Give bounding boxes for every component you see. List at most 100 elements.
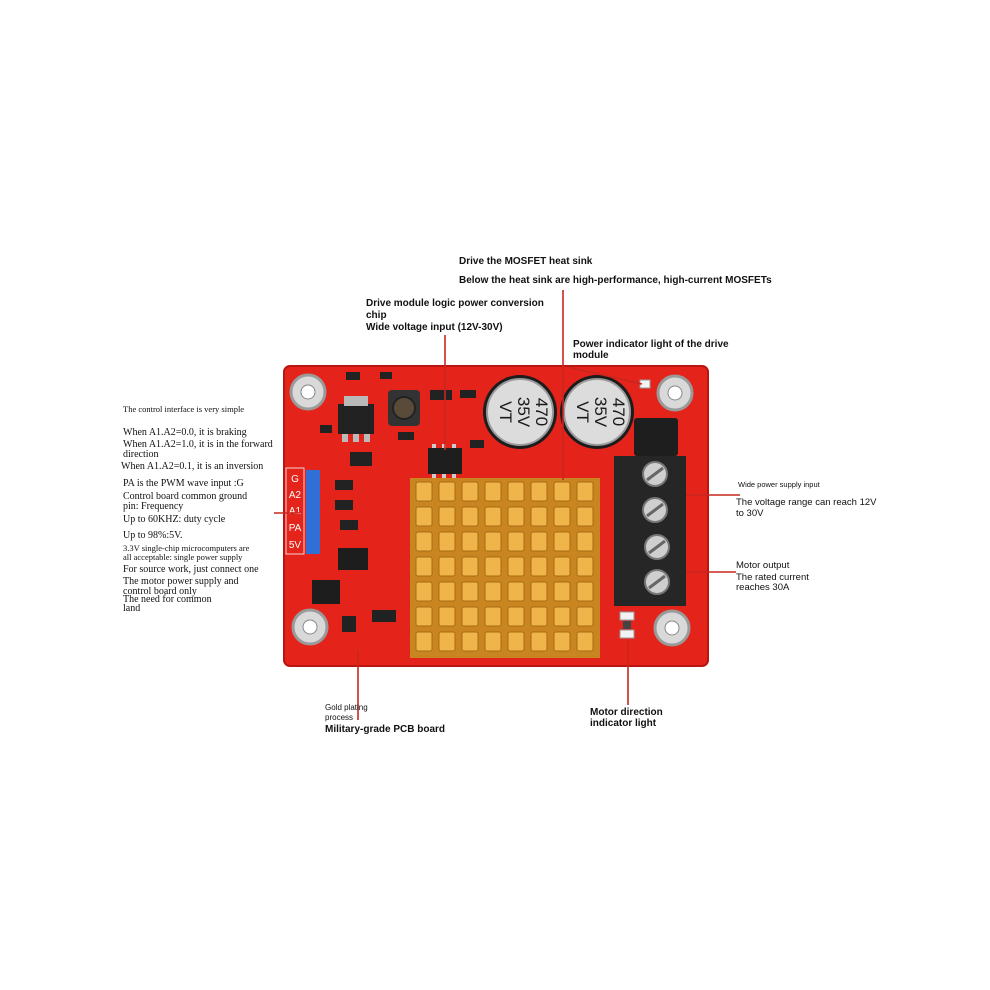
voltage-regulator	[338, 396, 374, 442]
power-led-label: Power indicator light of the drive	[573, 339, 729, 350]
heat-sink-fin	[484, 581, 502, 602]
logic-chip-label: chip	[366, 310, 387, 321]
capacitor-text: VT	[573, 401, 592, 423]
mounting-hole	[291, 608, 329, 646]
heat-sink-fin	[507, 606, 525, 627]
logic-chip-label: Drive module logic power conversion	[366, 298, 544, 309]
heat-sink-fin	[415, 606, 433, 627]
heat-sink-fin	[438, 581, 456, 602]
control-note: When A1.A2=0.1, it is an inversion	[121, 461, 264, 472]
heat-sink-fin	[530, 606, 548, 627]
heat-sink-fin	[438, 556, 456, 577]
heat-sink-fin	[530, 556, 548, 577]
heat-sink-fin	[576, 506, 594, 527]
heat-sink-fin	[507, 481, 525, 502]
logic-power-chip	[428, 444, 462, 478]
heat-sink-fin	[438, 631, 456, 652]
capacitor: 470 35V VT	[560, 375, 634, 449]
heat-sink-fin	[415, 506, 433, 527]
heat-sink-fin	[530, 631, 548, 652]
capacitor-text: 35V	[591, 397, 610, 428]
mounting-hole	[289, 373, 327, 411]
control-note: direction	[123, 449, 159, 460]
power-led-label: module	[573, 350, 609, 361]
control-note: pin: Frequency	[123, 501, 184, 512]
heat-sink-fin	[484, 481, 502, 502]
control-note: control board only	[123, 586, 197, 597]
driver-ic	[312, 548, 368, 604]
motor-output-desc: reaches 30A	[736, 582, 790, 593]
gold-plating-label: process	[325, 713, 354, 722]
heat-sink-fin	[530, 506, 548, 527]
pointer-lines	[274, 290, 740, 720]
heat-sink-fin	[576, 581, 594, 602]
control-note: all acceptable: single power supply	[123, 552, 243, 562]
control-note: The motor power supply and	[123, 576, 239, 587]
heat-sink-fin	[484, 606, 502, 627]
heat-sink-fin	[553, 581, 571, 602]
control-note: Up to 98%:5V.	[123, 530, 183, 541]
direction-led-label: Motor direction	[590, 707, 663, 718]
heat-sink-fin	[415, 531, 433, 552]
heat-sink-fin	[576, 606, 594, 627]
control-note: The need for common	[123, 594, 212, 605]
control-note: land	[123, 603, 141, 614]
heat-sink-fin	[484, 556, 502, 577]
heat-sink-fin	[507, 581, 525, 602]
heat-sink-subtitle: Below the heat sink are high-performance…	[459, 275, 772, 286]
control-note: When A1.A2=0.0, it is braking	[123, 427, 247, 438]
control-note: Control board common ground	[123, 491, 248, 502]
heat-sink-fin	[530, 481, 548, 502]
heat-sink-fin	[461, 606, 479, 627]
control-note: 3.3V single-chip microcomputers are	[123, 543, 250, 553]
gold-plating-label: Gold plating	[325, 703, 368, 712]
capacitor-text: 35V	[514, 397, 533, 428]
capacitor-text: 470	[609, 398, 628, 426]
heat-sink-fin	[576, 631, 594, 652]
pin-header: G A2 A1 PA 5V	[285, 467, 320, 555]
heat-sink-fin	[530, 531, 548, 552]
inductor	[388, 390, 420, 426]
heat-sink-fin	[484, 506, 502, 527]
capacitor-text: VT	[496, 401, 515, 423]
direction-led	[619, 611, 635, 639]
heat-sink-fin	[438, 506, 456, 527]
heat-sink	[410, 478, 600, 658]
logic-chip-label: Wide voltage input (12V-30V)	[366, 322, 503, 333]
heat-sink-fin	[507, 556, 525, 577]
heat-sink-fin	[415, 581, 433, 602]
motor-output-desc: The rated current	[736, 572, 809, 583]
heat-sink-fin	[507, 531, 525, 552]
heat-sink-fin	[553, 506, 571, 527]
heat-sink-fin	[461, 581, 479, 602]
heat-sink-fin	[484, 531, 502, 552]
heat-sink-fin	[553, 531, 571, 552]
control-note: Up to 60KHZ: duty cycle	[123, 514, 226, 525]
heat-sink-fin	[576, 556, 594, 577]
heat-sink-fin	[415, 631, 433, 652]
control-note: The control interface is very simple	[123, 404, 245, 414]
heat-sink-fin	[507, 631, 525, 652]
direction-led-label: indicator light	[590, 718, 657, 729]
heat-sink-fin	[461, 531, 479, 552]
control-note: For source work, just connect one	[123, 564, 259, 575]
capacitor: 470 35V VT	[483, 375, 557, 449]
heat-sink-title: Drive the MOSFET heat sink	[459, 256, 593, 267]
heat-sink-fin	[553, 556, 571, 577]
heat-sink-fin	[438, 531, 456, 552]
power-input-title: Wide power supply input	[738, 480, 820, 489]
heat-sink-fin	[461, 506, 479, 527]
heat-sink-fin	[461, 556, 479, 577]
heat-sink-fin	[576, 481, 594, 502]
heat-sink-fin	[553, 481, 571, 502]
heat-sink-fin	[530, 581, 548, 602]
heat-sink-fin	[415, 481, 433, 502]
screw-terminal-motor	[614, 534, 686, 606]
heat-sink-fin	[553, 606, 571, 627]
smd-components	[320, 372, 484, 632]
diode	[634, 418, 678, 456]
heat-sink-fin	[438, 481, 456, 502]
pcb-board-label: Military-grade PCB board	[325, 724, 446, 735]
heat-sink-fin	[553, 631, 571, 652]
